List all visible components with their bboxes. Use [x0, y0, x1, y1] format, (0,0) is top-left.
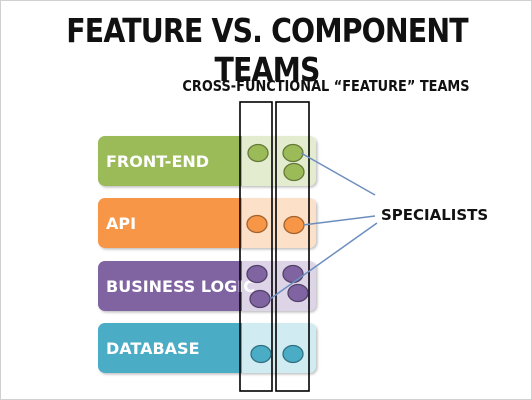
- component-layers: FRONT-END API BUSINESS LOGIC DATABASE: [98, 136, 316, 373]
- specialists-label: SPECIALISTS: [381, 206, 488, 224]
- specialist-dot-team1-business-logic-1: [246, 264, 268, 284]
- layer-label-block-api: [98, 198, 242, 248]
- slide-title: FEATURE VS. COMPONENT TEAMS: [66, 11, 468, 89]
- specialist-dot-team2-api-1: [283, 215, 305, 235]
- specialist-connectors: [269, 152, 378, 300]
- specialist-connector-1: [300, 152, 376, 196]
- layer-label-block-front-end: [98, 136, 242, 186]
- feature-team-column-2: [275, 101, 310, 392]
- layer-label-block-edge-api: [230, 198, 242, 248]
- specialist-dot-team1-business-logic-2: [249, 289, 271, 309]
- specialist-dots: [246, 143, 309, 364]
- specialist-connector-3: [269, 222, 378, 300]
- layer-label-block-edge-business-logic: [230, 261, 242, 311]
- feature-team-column-1: [239, 101, 273, 392]
- layer-label-api: API: [106, 214, 136, 233]
- specialist-dot-team2-front-end-2: [283, 162, 305, 182]
- specialist-dot-team1-front-end-1: [247, 143, 269, 163]
- layer-label-block-database: [98, 323, 242, 373]
- feature-teams-heading: CROSS-FUNCTIONAL “FEATURE” TEAMS: [182, 77, 470, 95]
- layer-label-database: DATABASE: [106, 339, 200, 358]
- specialist-dot-team2-database-1: [282, 344, 304, 364]
- specialist-dot-team2-front-end-1: [282, 143, 304, 163]
- specialist-dot-team1-database-1: [250, 344, 272, 364]
- specialist-dot-team2-business-logic-2: [287, 283, 309, 303]
- specialist-dot-team1-api-1: [246, 214, 268, 234]
- specialist-dot-team2-business-logic-1: [282, 264, 304, 284]
- layer-label-front-end: FRONT-END: [106, 152, 209, 171]
- layer-label-block-business-logic: [98, 261, 242, 311]
- layer-label-block-edge-front-end: [230, 136, 242, 186]
- feature-team-columns: [239, 101, 310, 392]
- layer-label-business-logic: BUSINESS LOGIC: [106, 277, 255, 296]
- specialist-connector-2: [302, 215, 376, 226]
- layer-label-block-edge-database: [230, 323, 242, 373]
